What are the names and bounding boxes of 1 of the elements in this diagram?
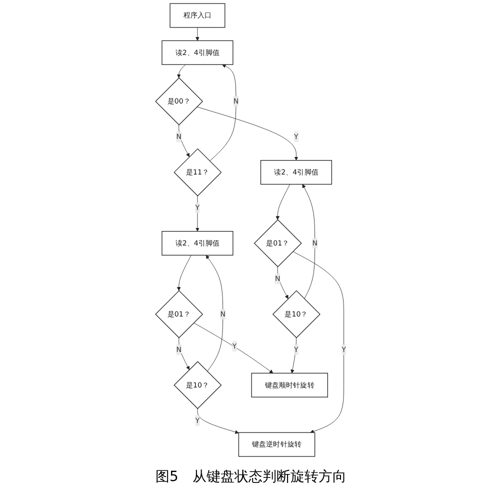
figure-caption: 图5 从键盘状态判断旋转方向 (156, 468, 346, 486)
